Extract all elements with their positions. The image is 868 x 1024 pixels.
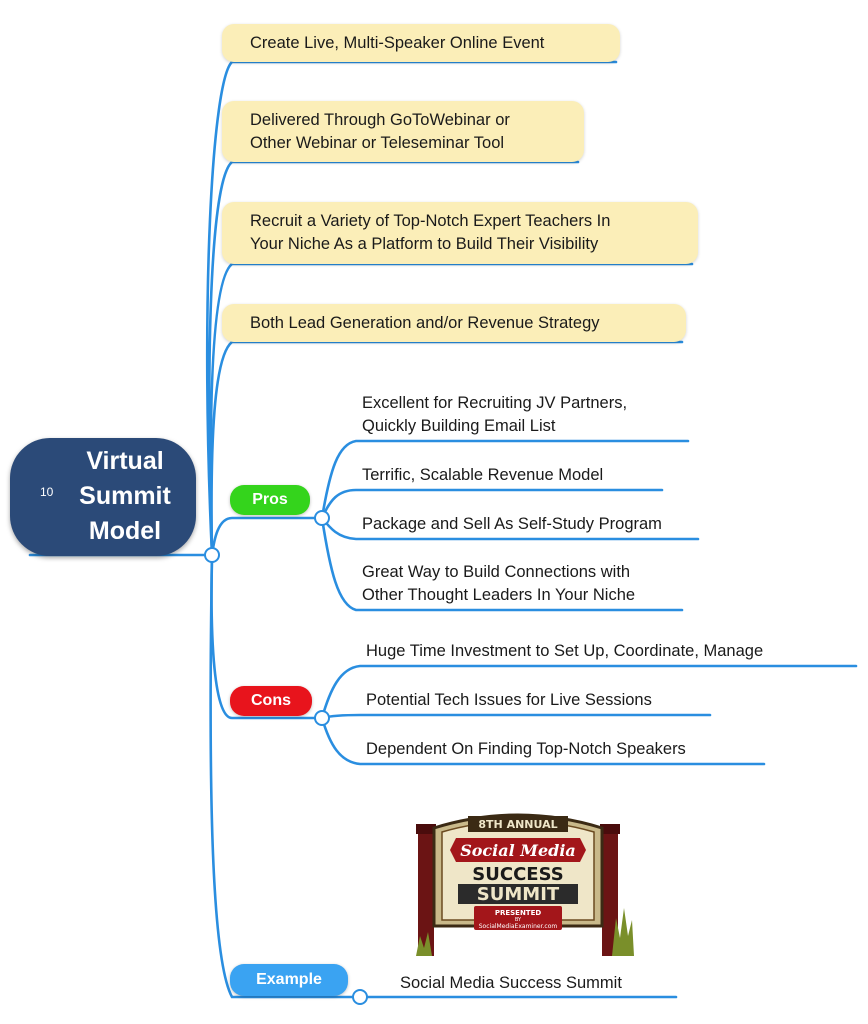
pros-item-text: Package and Sell As Self-Study Program	[362, 515, 662, 533]
cons-label[interactable]: Cons	[230, 686, 312, 716]
central-title-line: Summit	[79, 482, 171, 510]
example-label[interactable]: Example	[230, 964, 348, 996]
cons-item-text: Potential Tech Issues for Live Sessions	[366, 691, 652, 709]
cons-item-text: Dependent On Finding Top-Notch Speakers	[366, 740, 686, 758]
connector-topic-4	[210, 340, 684, 557]
central-topic[interactable]: 10 Virtual Summit Model	[10, 438, 196, 556]
cons-item[interactable]: Potential Tech Issues for Live Sessions	[366, 689, 652, 712]
topic-lead-generation[interactable]: Both Lead Generation and/or Revenue Stra…	[222, 304, 686, 342]
connector-cons-1	[320, 664, 858, 720]
topic-create-live-event[interactable]: Create Live, Multi-Speaker Online Event	[222, 24, 620, 62]
connector-cons-3	[320, 716, 766, 766]
logo-line-7: SocialMediaExaminer.com	[479, 923, 558, 930]
pros-label[interactable]: Pros	[230, 485, 310, 515]
example-collapse-node[interactable]	[352, 989, 368, 1005]
connector-pros-4	[320, 516, 684, 612]
logo-line-5: PRESENTED	[495, 909, 542, 917]
pros-item[interactable]: Package and Sell As Self-Study Program	[362, 513, 662, 536]
pros-item[interactable]: Great Way to Build Connections with Othe…	[362, 561, 635, 607]
connector-pros	[210, 516, 320, 557]
pros-item-text: Great Way to Build Connections with	[362, 563, 631, 581]
logo-line-6: BY	[515, 917, 522, 923]
central-collapse-node[interactable]	[204, 547, 220, 563]
pros-item[interactable]: Excellent for Recruiting JV Partners, Qu…	[362, 392, 627, 438]
cons-item-text: Huge Time Investment to Set Up, Coordina…	[366, 642, 764, 660]
logo-line-1: 8TH ANNUAL	[478, 818, 557, 831]
central-title-line: Virtual	[86, 447, 164, 475]
topic-text: Both Lead Generation and/or Revenue Stra…	[250, 313, 600, 332]
central-title-line: Model	[88, 517, 162, 545]
pros-item-text: Excellent for Recruiting JV Partners,	[362, 394, 628, 412]
central-topic-title: Virtual Summit Model	[66, 444, 184, 549]
topic-text: Recruit a Variety of Top-Notch Expert Te…	[250, 212, 611, 230]
logo-line-2: Social Media	[460, 841, 576, 860]
connector-cons-2	[320, 713, 712, 720]
example-item[interactable]: Social Media Success Summit	[400, 972, 622, 995]
connector-example	[209, 553, 358, 999]
example-item-text: Social Media Success Summit	[400, 974, 622, 992]
cons-item[interactable]: Dependent On Finding Top-Notch Speakers	[366, 738, 686, 761]
logo-line-4: SUMMIT	[477, 884, 560, 905]
topic-text: Other Webinar or Teleseminar Tool	[250, 133, 505, 152]
topic-recruit-experts[interactable]: Recruit a Variety of Top-Notch Expert Te…	[222, 202, 698, 264]
pros-item-text: Quickly Building Email List	[362, 417, 556, 435]
topic-delivered-through[interactable]: Delivered Through GoToWebinar or Other W…	[222, 101, 584, 162]
topic-text: Create Live, Multi-Speaker Online Event	[250, 33, 545, 52]
topic-text: Your Niche As a Platform to Build Their …	[250, 235, 599, 253]
pros-item-text: Other Thought Leaders In Your Niche	[362, 586, 636, 604]
cons-collapse-node[interactable]	[314, 710, 330, 726]
pros-item-text: Terrific, Scalable Revenue Model	[362, 466, 604, 484]
connector-topic-1	[205, 60, 618, 557]
logo-line-3: SUCCESS	[472, 864, 563, 885]
social-media-success-summit-logo: 8TH ANNUAL Social Media SUCCESS SUMMIT P…	[416, 813, 634, 956]
cons-item[interactable]: Huge Time Investment to Set Up, Coordina…	[366, 640, 763, 663]
pros-item[interactable]: Terrific, Scalable Revenue Model	[362, 464, 603, 487]
pros-collapse-node[interactable]	[314, 510, 330, 526]
central-topic-number: 10	[40, 485, 54, 499]
topic-text: Delivered Through GoToWebinar or	[250, 110, 510, 129]
connector-pros-1	[320, 439, 690, 520]
